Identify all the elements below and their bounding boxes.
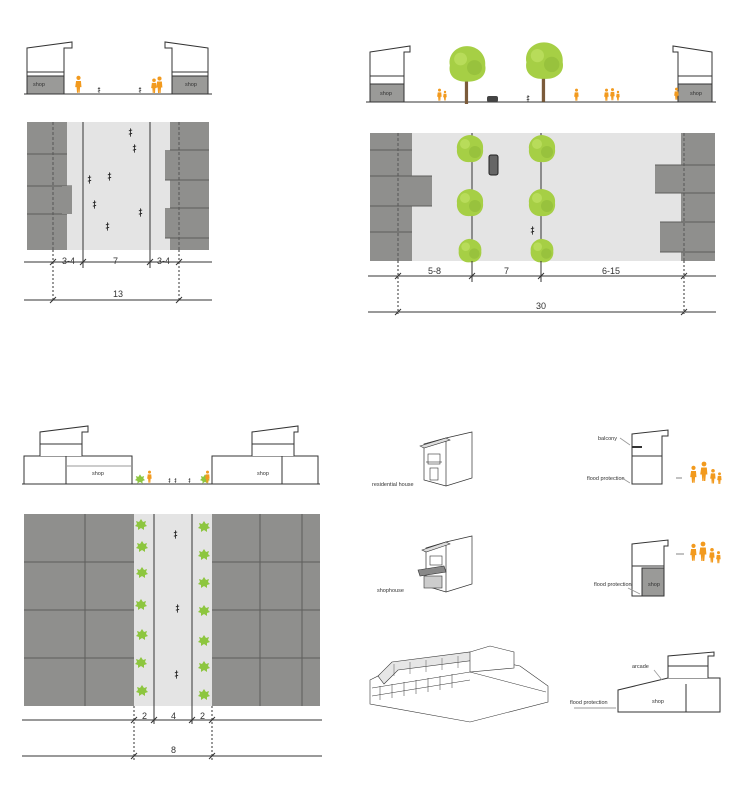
street-c-section: shop shop	[22, 425, 320, 485]
pedestrian-icon	[174, 478, 177, 483]
person-figure	[699, 541, 707, 561]
flood-protection-label-2: flood protection	[594, 582, 632, 588]
balcony-section: balcony flood protection	[587, 429, 722, 485]
street-c-shop-right-label: shop	[257, 471, 269, 477]
tree-canopy-icon	[528, 135, 556, 163]
street-b-section: shop shop	[366, 42, 716, 104]
arcade-section: shop arcade flood protection	[570, 651, 721, 713]
street-b-dim-total: 30	[536, 301, 546, 311]
street-a-dim-center: 7	[113, 256, 118, 266]
tree-canopy-icon	[456, 135, 484, 163]
person-figure	[604, 88, 609, 101]
person-figure	[616, 90, 620, 101]
street-a-shop-left-label: shop	[33, 82, 45, 88]
tree-canopy-icon	[530, 238, 554, 263]
street-b-plan	[370, 133, 715, 263]
tree-canopy-icon	[458, 238, 482, 263]
pedestrian-icon	[526, 95, 530, 102]
person-figure	[700, 461, 708, 481]
pedestrian-icon	[188, 478, 191, 483]
person-figure	[443, 90, 447, 101]
person-figure	[574, 88, 579, 101]
residential-house-label: residential house	[372, 482, 414, 488]
street-b: shop shop	[366, 42, 716, 316]
street-b-dim-right: 6-15	[602, 266, 620, 276]
street-c-dim-right: 2	[200, 711, 205, 721]
street-a-dim-left: 3-4	[62, 256, 75, 266]
street-a-dim-total: 13	[113, 289, 123, 299]
street-a-plan	[27, 122, 209, 250]
street-b-dim-center: 7	[504, 266, 509, 276]
person-figure	[151, 78, 157, 93]
street-c-dim-center: 4	[171, 711, 176, 721]
street-b-shop-left-label: shop	[380, 91, 392, 97]
street-a: shop shop	[24, 41, 212, 304]
pedestrian-icon	[168, 478, 171, 483]
street-b-dim-left: 5-8	[428, 266, 441, 276]
person-figure	[716, 551, 721, 564]
flood-protection-label-3: flood protection	[570, 700, 608, 706]
street-c: shop shop	[22, 425, 322, 760]
street-a-dim-right: 3-4	[157, 256, 170, 266]
person-figure	[710, 468, 716, 484]
plant-icon	[135, 474, 145, 484]
person-figure	[690, 465, 697, 483]
street-c-dim-total: 8	[171, 745, 176, 755]
person-figure	[156, 76, 163, 93]
person-figure	[75, 75, 82, 93]
street-c-shop-left-label: shop	[92, 471, 104, 477]
person-figure	[610, 88, 615, 101]
arcade-label: arcade	[632, 664, 649, 670]
shophouse-label: shophouse	[377, 588, 404, 594]
street-c-dimensions: 2 4 2 8	[22, 706, 322, 760]
street-b-shop-right-label: shop	[690, 91, 702, 97]
street-c-plan	[24, 514, 320, 706]
street-b-dimensions: 5-8 7 6-15 30	[368, 261, 716, 316]
typologies: residential house shophouse balcony	[369, 429, 722, 723]
car-icon	[487, 96, 498, 102]
flood-protection-label-1: flood protection	[587, 476, 625, 482]
street-c-dim-left: 2	[142, 711, 147, 721]
tree-canopy-icon	[456, 189, 484, 217]
person-figure	[709, 547, 715, 563]
person-figure	[147, 470, 152, 483]
shop-section-label: shop	[648, 582, 660, 588]
pedestrian-icon	[97, 87, 101, 93]
street-a-shop-right-label: shop	[185, 82, 197, 88]
street-a-section: shop shop	[24, 41, 212, 95]
residential-house-axon: residential house	[372, 431, 473, 488]
arcade-block-axon	[369, 645, 549, 723]
tree-canopy-icon	[528, 189, 556, 217]
balcony-label: balcony	[598, 436, 617, 442]
person-figure	[690, 543, 697, 561]
person-figure	[437, 88, 442, 101]
person-figure	[717, 472, 722, 484]
tree-icon	[449, 46, 486, 104]
tree-icon	[526, 42, 564, 102]
shop-arcade-label: shop	[652, 699, 664, 705]
street-a-dimensions: 3-4 7 3-4 13	[24, 250, 212, 304]
car-icon	[488, 154, 499, 176]
shophouse-axon: shophouse	[377, 535, 473, 594]
pedestrian-icon	[138, 87, 142, 93]
shop-section: shop flood protection	[594, 539, 721, 597]
